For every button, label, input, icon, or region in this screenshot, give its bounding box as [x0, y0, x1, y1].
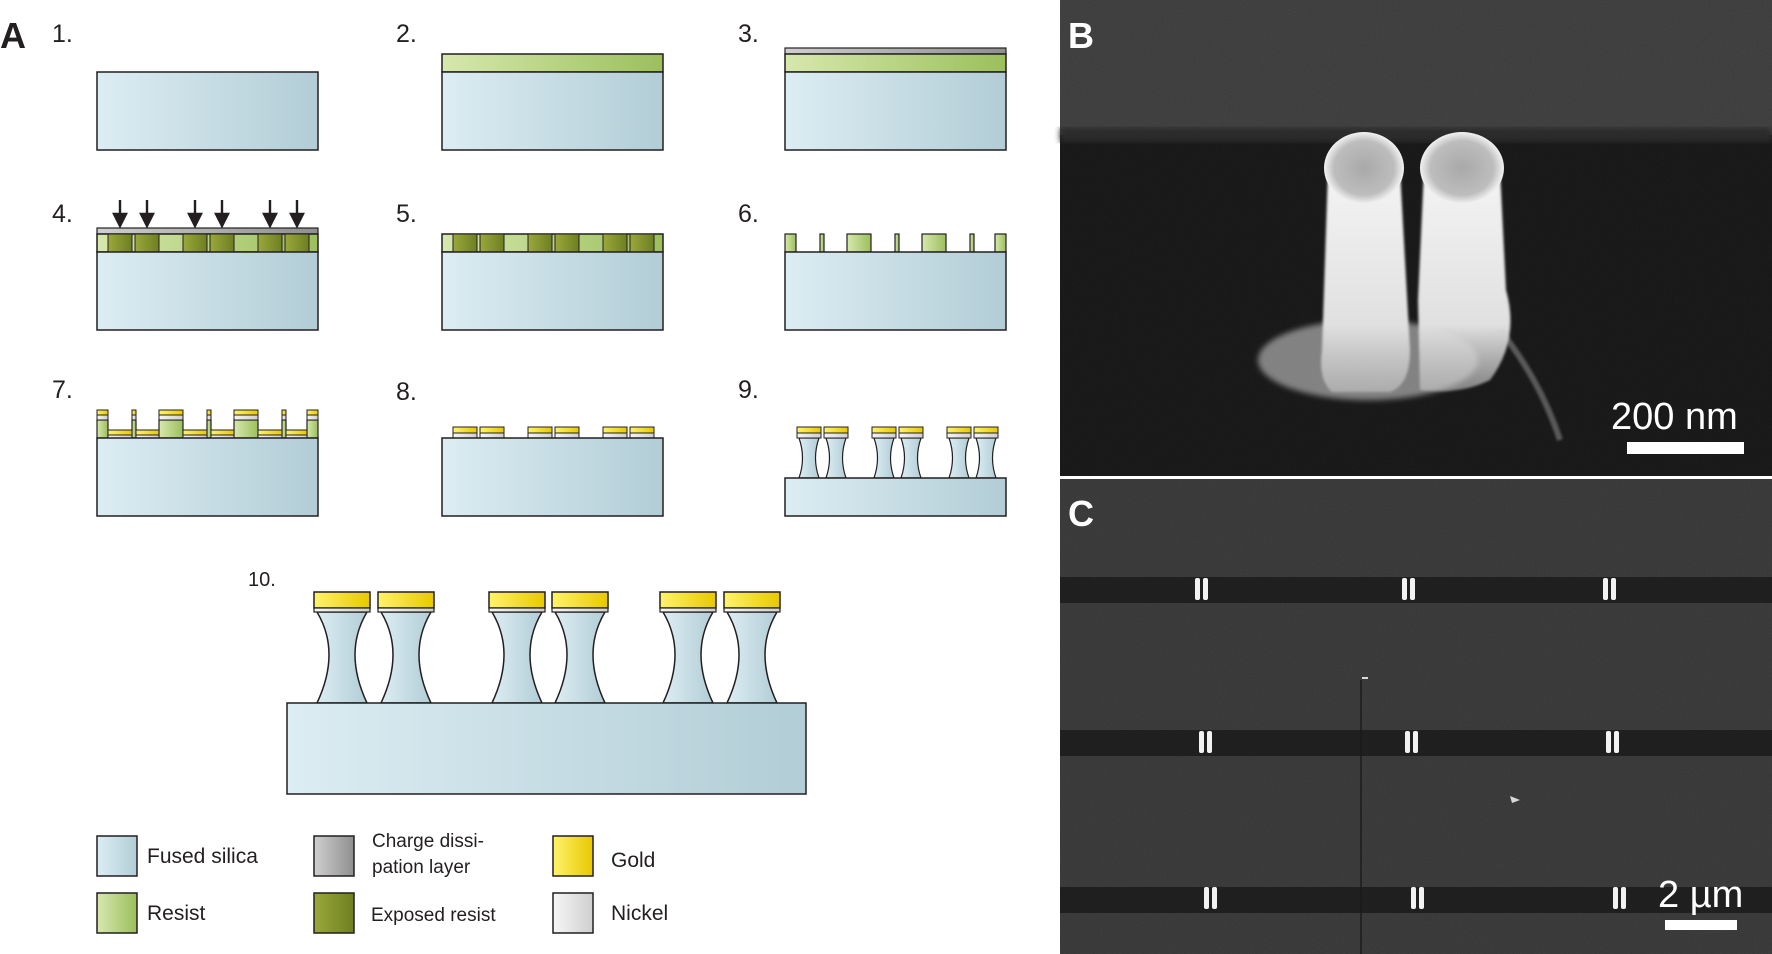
pillar-dots: [1195, 578, 1626, 909]
substrate: [784, 251, 1007, 331]
panel-label-a: A: [0, 15, 26, 56]
substrate: [784, 477, 1007, 517]
step-5: [441, 233, 664, 331]
resist-layer: [784, 53, 1007, 73]
legend-charge-line1: Charge dissi-: [372, 831, 484, 852]
gold-pads: [452, 426, 655, 434]
substrate: [441, 251, 664, 331]
panel-a: [96, 47, 1007, 795]
step-label-10: 10.: [248, 569, 276, 591]
step-label-7: 7.: [52, 376, 73, 404]
scale-bar-b-label: 200 nm: [1611, 396, 1738, 438]
swatch-exposed-resist: [313, 892, 355, 934]
swatch-resist: [96, 892, 138, 934]
swatch-charge-layer: [313, 835, 355, 877]
step-label-2: 2.: [396, 20, 417, 48]
step-label-4: 4.: [52, 200, 73, 228]
step-label-8: 8.: [396, 378, 417, 406]
legend-resist: Resist: [147, 902, 206, 925]
step-9: [784, 426, 1007, 517]
scale-bar-b: [1627, 442, 1744, 454]
step-10: [286, 591, 807, 795]
charge-dissipation-layer: [784, 47, 1007, 55]
legend-exposed-resist: Exposed resist: [371, 905, 496, 926]
substrate: [96, 251, 319, 331]
resist-layer: [441, 53, 664, 73]
step-3: [784, 47, 1007, 151]
panel-c-sem-image: [1060, 479, 1772, 954]
gold-caps: [796, 426, 999, 434]
legend-nickel: Nickel: [611, 902, 669, 925]
exposure-arrows: [112, 200, 305, 229]
legend-charge-line2: pation layer: [372, 857, 471, 878]
pillar-cap-right: [1420, 132, 1504, 204]
nanopillar-pair: [1258, 132, 1563, 441]
step-label-1: 1.: [52, 20, 73, 48]
step-label-9: 9.: [738, 376, 759, 404]
substrate: [441, 437, 664, 517]
swatch-nickel: [552, 892, 594, 934]
scale-bar-c-label: 2 µm: [1658, 874, 1744, 916]
panel-label-b: B: [1068, 15, 1094, 56]
step-label-5: 5.: [396, 200, 417, 228]
nickel-caps: [313, 607, 781, 613]
charge-dissipation-layer: [96, 227, 319, 235]
step-7: [96, 409, 319, 517]
legend-gold: Gold: [611, 849, 656, 872]
nickel-deposit: [96, 414, 319, 439]
legend-fused-silica: Fused silica: [147, 845, 258, 868]
exposed-resist-regions: [107, 233, 310, 253]
step-8: [441, 426, 664, 517]
legend-swatches: [96, 835, 594, 934]
step-2: [441, 53, 664, 151]
panel-label-c: C: [1068, 493, 1094, 534]
scale-bar-c: [1665, 920, 1737, 930]
gold-caps: [313, 591, 781, 609]
pillars: [798, 437, 997, 479]
step-4: [96, 200, 319, 331]
pillars: [315, 611, 779, 704]
step-label-3: 3.: [738, 20, 759, 48]
substrate: [784, 71, 1007, 151]
panel-b-sem-image: [1060, 0, 1772, 476]
step-1: [96, 71, 319, 151]
resist-pattern: [784, 233, 1007, 253]
step-label-6: 6.: [738, 200, 759, 228]
nickel-caps: [796, 432, 999, 439]
gold-deposit: [96, 409, 319, 436]
substrate: [441, 71, 664, 151]
step-6: [784, 233, 1007, 331]
swatch-fused-silica: [96, 835, 138, 877]
substrate: [96, 437, 319, 517]
swatch-gold: [552, 835, 594, 877]
substrate: [96, 71, 319, 151]
substrate: [286, 702, 807, 795]
pillar-cap-left: [1324, 132, 1404, 204]
